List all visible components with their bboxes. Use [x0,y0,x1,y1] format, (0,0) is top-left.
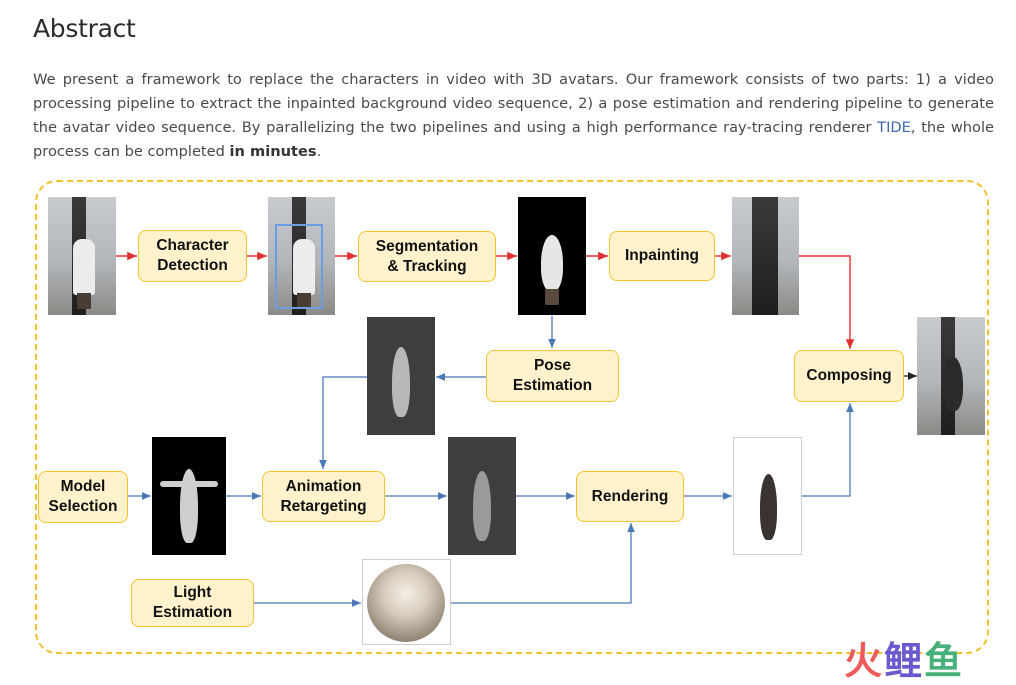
abstract-text-2: , the whole process can be completed [33,119,994,160]
animation-retargeting-box: Animation Retargeting [262,471,385,522]
retargeted-avatar-pose [448,437,516,555]
abstract-bold-text: in minutes [229,143,317,160]
composed-result-frame [917,317,985,435]
light-probe-sphere [362,559,451,645]
arrow-bg-to-composing [799,255,855,349]
inpainting-box: Inpainting [609,231,715,281]
pipeline-frame [35,180,989,654]
rendering-box: Rendering [576,471,684,522]
detected-character-frame [268,197,335,315]
abstract-text-1: We present a framework to replace the ch… [33,71,994,136]
arrow-mesh-to-retarget [319,376,367,469]
segmented-character-frame [518,197,586,315]
rendered-avatar [733,437,802,555]
bounding-box [275,224,323,309]
abstract-text-3: . [316,143,322,160]
model-selection-box: Model Selection [38,471,128,523]
pose-estimation-box: Pose Estimation [486,350,619,402]
inpainted-background-frame [732,197,799,315]
light-estimation-box: Light Estimation [131,579,254,627]
estimated-pose-mesh [367,317,435,435]
abstract-paragraph: We present a framework to replace the ch… [33,68,994,164]
composing-box: Composing [794,350,904,402]
abstract-heading: Abstract [33,14,136,43]
segmentation-tracking-box: Segmentation & Tracking [358,231,496,282]
avatar-model-tpose [152,437,226,555]
arrow-output-to-composing [802,403,854,497]
tide-link[interactable]: TIDE [877,119,911,136]
arrow-sphere-to-render [451,523,635,604]
input-video-frame [48,197,116,315]
watermark-logo: 火鲤鱼 [844,639,965,683]
character-detection-box: Character Detection [138,230,247,282]
